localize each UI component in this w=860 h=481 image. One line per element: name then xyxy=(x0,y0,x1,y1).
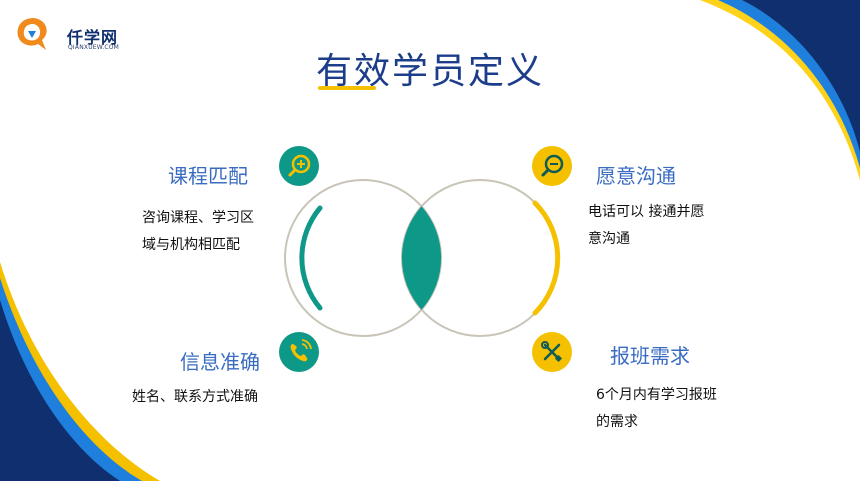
cross-tools-icon xyxy=(532,332,572,372)
title-underline xyxy=(318,86,376,90)
desc-line: 意沟通 xyxy=(588,231,630,247)
logo-mark-icon xyxy=(17,18,47,50)
magnify-minus-icon xyxy=(532,146,572,186)
logo: 仟学网 QIANXUEW.COM xyxy=(12,10,142,51)
page-title: 有效学员定义 xyxy=(315,51,544,92)
desc-line: 的需求 xyxy=(596,414,638,430)
item-label-willing-communicate: 愿意沟通 xyxy=(596,164,676,188)
item-label-course-match: 课程匹配 xyxy=(168,164,248,188)
desc-line: 域与机构相匹配 xyxy=(142,237,240,253)
item-desc-info-accurate: 姓名、联系方式准确 xyxy=(132,384,258,411)
desc-line: 电话可以 接通并愿 xyxy=(588,204,705,220)
item-desc-willing-communicate: 电话可以 接通并愿 意沟通 xyxy=(588,199,704,253)
logo-name: 仟学网 xyxy=(67,28,119,47)
phone-icon xyxy=(279,332,319,372)
desc-line: 姓名、联系方式准确 xyxy=(132,389,258,405)
item-desc-course-match: 咨询课程、学习区 域与机构相匹配 xyxy=(142,205,254,259)
item-desc-enroll-demand: 6个月内有学习报班 的需求 xyxy=(596,382,717,436)
item-label-enroll-demand: 报班需求 xyxy=(610,344,690,368)
left-teal-arc xyxy=(299,205,323,311)
logo-domain: QIANXUEW.COM xyxy=(68,44,120,51)
desc-line: 6个月内有学习报班 xyxy=(596,387,717,403)
magnify-plus-icon xyxy=(279,146,319,186)
right-yellow-arc xyxy=(532,200,561,316)
item-label-info-accurate: 信息准确 xyxy=(180,350,260,374)
desc-line: 咨询课程、学习区 xyxy=(142,210,254,226)
venn-intersection xyxy=(401,206,442,310)
